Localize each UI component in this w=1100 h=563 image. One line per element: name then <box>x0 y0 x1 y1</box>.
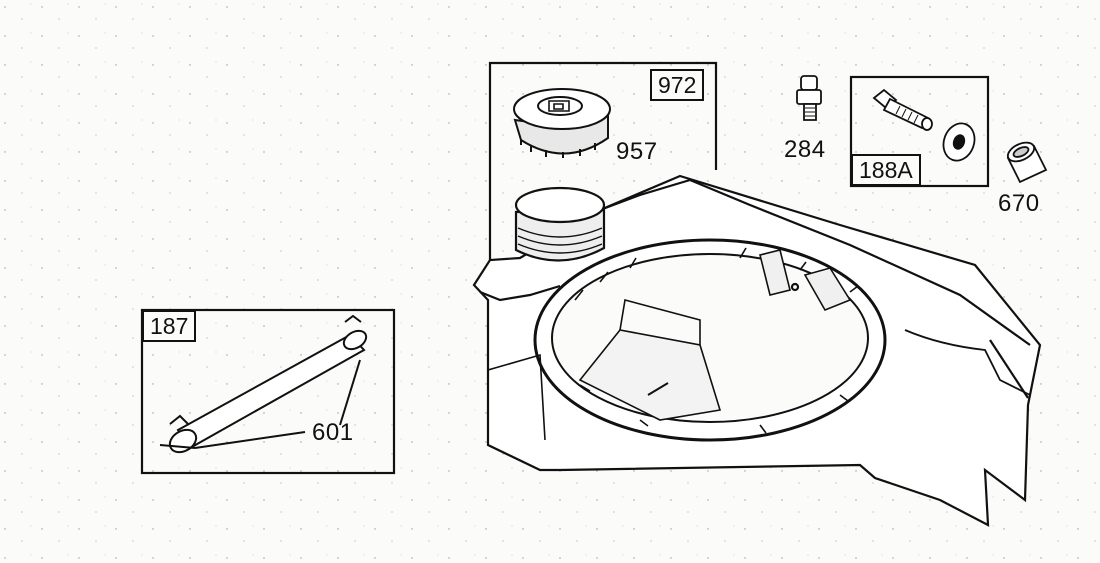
fuel-tank-drawing <box>472 174 1042 527</box>
kit-frame-972 <box>488 61 718 262</box>
part-label-957: 957 <box>616 138 658 165</box>
fuel-line-drawing <box>159 314 368 454</box>
fuel-cap-drawing <box>513 88 611 158</box>
bushing-drawing <box>1006 141 1048 184</box>
part-label-670: 670 <box>998 190 1040 217</box>
screw-drawing <box>872 88 976 162</box>
kit-label-187: 187 <box>142 310 197 342</box>
fitting-drawing <box>796 75 822 121</box>
kit-label-972: 972 <box>650 69 705 101</box>
kit-label-188a: 188A <box>851 154 921 186</box>
kit-frame-188a <box>849 75 990 188</box>
part-label-601: 601 <box>312 419 354 446</box>
part-label-284: 284 <box>784 136 826 163</box>
kit-frame-187 <box>140 308 396 475</box>
